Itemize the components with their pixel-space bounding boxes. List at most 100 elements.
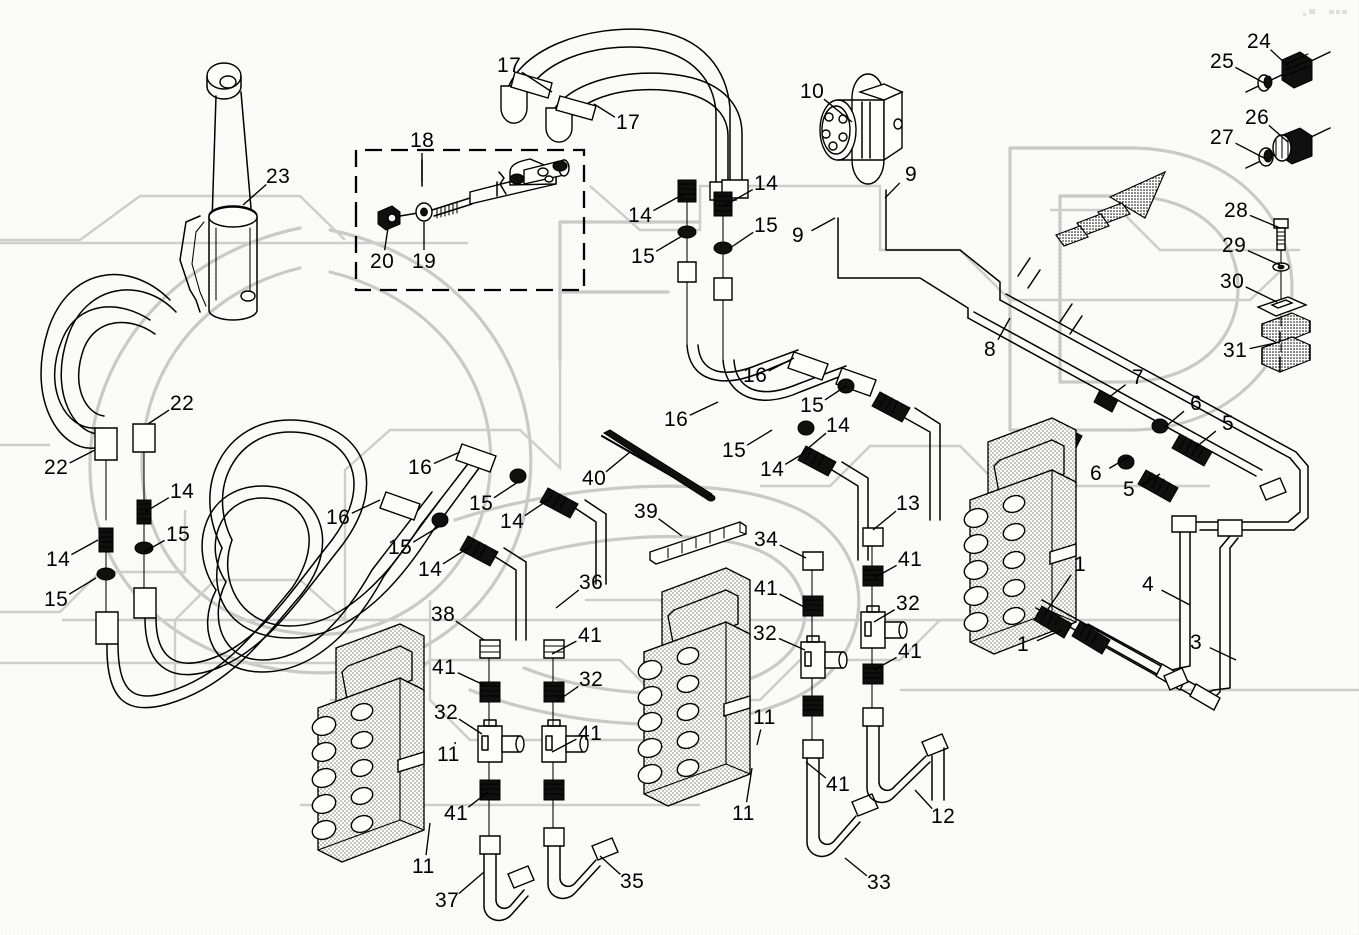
leader-line-3 — [1209, 647, 1237, 661]
callout-number-12: 12 — [931, 805, 956, 828]
leader-lines — [68, 49, 1290, 895]
callout-number-9: 9 — [792, 224, 805, 247]
callout-number-38: 38 — [431, 603, 456, 626]
callout-number-41: 41 — [578, 624, 603, 647]
callout-number-14: 14 — [170, 480, 195, 503]
valve-ports-centre — [637, 646, 700, 785]
callout-number-15: 15 — [388, 536, 413, 559]
leader-line-41 — [467, 791, 489, 808]
leader-line-12 — [914, 789, 933, 810]
part-10-motor — [819, 73, 904, 185]
part-18-steering-cylinder — [431, 158, 570, 219]
callout-number-41: 41 — [898, 548, 923, 571]
leader-line-41 — [873, 564, 897, 579]
callout-number-5: 5 — [1222, 412, 1235, 435]
callout-number-34: 34 — [754, 528, 779, 551]
part-24-25 — [1245, 51, 1331, 93]
valve-block-centre — [637, 567, 751, 807]
leader-line-20 — [383, 227, 389, 251]
callout-number-22: 22 — [170, 392, 195, 415]
leader-line-32 — [458, 718, 483, 735]
tube-36-chain — [541, 639, 619, 900]
leader-line-41 — [551, 640, 577, 655]
leader-line-10 — [823, 98, 853, 123]
callout-number-7: 7 — [1132, 366, 1145, 389]
callout-number-39: 39 — [634, 500, 659, 523]
leader-line-1 — [1036, 629, 1063, 642]
leader-line-38 — [455, 620, 485, 641]
callout-number-26: 26 — [1245, 106, 1270, 129]
callout-number-33: 33 — [867, 871, 892, 894]
callout-number-11: 11 — [732, 802, 755, 825]
leader-line-35 — [599, 855, 621, 875]
callout-number-14: 14 — [754, 172, 779, 195]
leader-line-15 — [729, 231, 754, 249]
callout-number-19: 19 — [412, 250, 437, 273]
callout-number-37: 37 — [435, 889, 460, 912]
callout-number-4: 4 — [1142, 573, 1155, 596]
callout-number-41: 41 — [898, 640, 923, 663]
callout-number-11: 11 — [437, 743, 460, 766]
corner-mark-icon — [1303, 9, 1347, 16]
part-17-hose-outer — [500, 28, 737, 201]
valve-ports-left — [311, 702, 374, 841]
leader-line-14 — [805, 432, 827, 451]
leader-line-15 — [143, 539, 165, 553]
leader-line-23 — [242, 183, 267, 206]
leader-line-4 — [1161, 589, 1191, 606]
leader-line-8 — [997, 317, 1011, 341]
leader-line-25 — [1235, 66, 1267, 85]
callout-number-1: 1 — [1017, 633, 1030, 656]
callout-number-32: 32 — [896, 592, 921, 615]
callout-number-6: 6 — [1090, 462, 1103, 485]
leader-line-15 — [68, 577, 97, 595]
callout-number-20: 20 — [370, 250, 395, 273]
callout-number-25: 25 — [1210, 50, 1235, 73]
part-40-rod — [600, 429, 716, 502]
callout-number-18: 18 — [410, 129, 435, 152]
callout-number-16: 16 — [664, 408, 689, 431]
leader-line-17 — [521, 71, 553, 93]
callout-number-17: 17 — [616, 111, 641, 134]
part-26-27 — [1245, 127, 1331, 169]
leader-line-14 — [653, 194, 683, 212]
callout-number-32: 32 — [753, 622, 778, 645]
callout-number-8: 8 — [984, 338, 997, 361]
callout-number-16: 16 — [408, 456, 433, 479]
fittings-7-8 — [1057, 389, 1213, 503]
callout-number-41: 41 — [826, 773, 851, 796]
tube-38-chain — [477, 639, 535, 922]
leader-line-17 — [593, 103, 616, 118]
callout-number-28: 28 — [1224, 199, 1249, 222]
leader-line-34 — [779, 544, 807, 559]
callout-number-14: 14 — [418, 558, 443, 581]
leader-line-15 — [493, 481, 519, 499]
leader-line-11 — [756, 729, 762, 746]
leader-line-14 — [524, 499, 549, 517]
valve-block-right — [963, 417, 1077, 655]
tube-34-chain — [800, 551, 879, 858]
leader-line-16 — [433, 451, 461, 465]
leader-line-14 — [723, 188, 754, 207]
callout-number-14: 14 — [826, 414, 851, 437]
leader-line-32 — [555, 685, 579, 703]
callout-number-1: 1 — [1074, 553, 1087, 576]
callout-number-15: 15 — [800, 394, 825, 417]
callout-number-31: 31 — [1223, 339, 1248, 362]
callout-number-5: 5 — [1123, 478, 1136, 501]
leader-line-41 — [457, 672, 487, 687]
leader-line-9 — [884, 182, 901, 199]
callout-number-35: 35 — [620, 870, 645, 893]
left-hose-loops — [40, 273, 607, 709]
leader-line-11 — [425, 822, 431, 856]
leader-line-36 — [555, 589, 580, 609]
leader-line-6 — [1108, 455, 1131, 469]
leader-line-5 — [1141, 473, 1161, 486]
leader-line-33 — [844, 857, 868, 877]
leader-line-41 — [551, 738, 577, 753]
part-19-nut — [415, 202, 433, 222]
callout-number-17: 17 — [497, 54, 522, 77]
valve-ports-right — [963, 494, 1026, 633]
callout-number-14: 14 — [760, 458, 785, 481]
callout-number-10: 10 — [800, 80, 825, 103]
